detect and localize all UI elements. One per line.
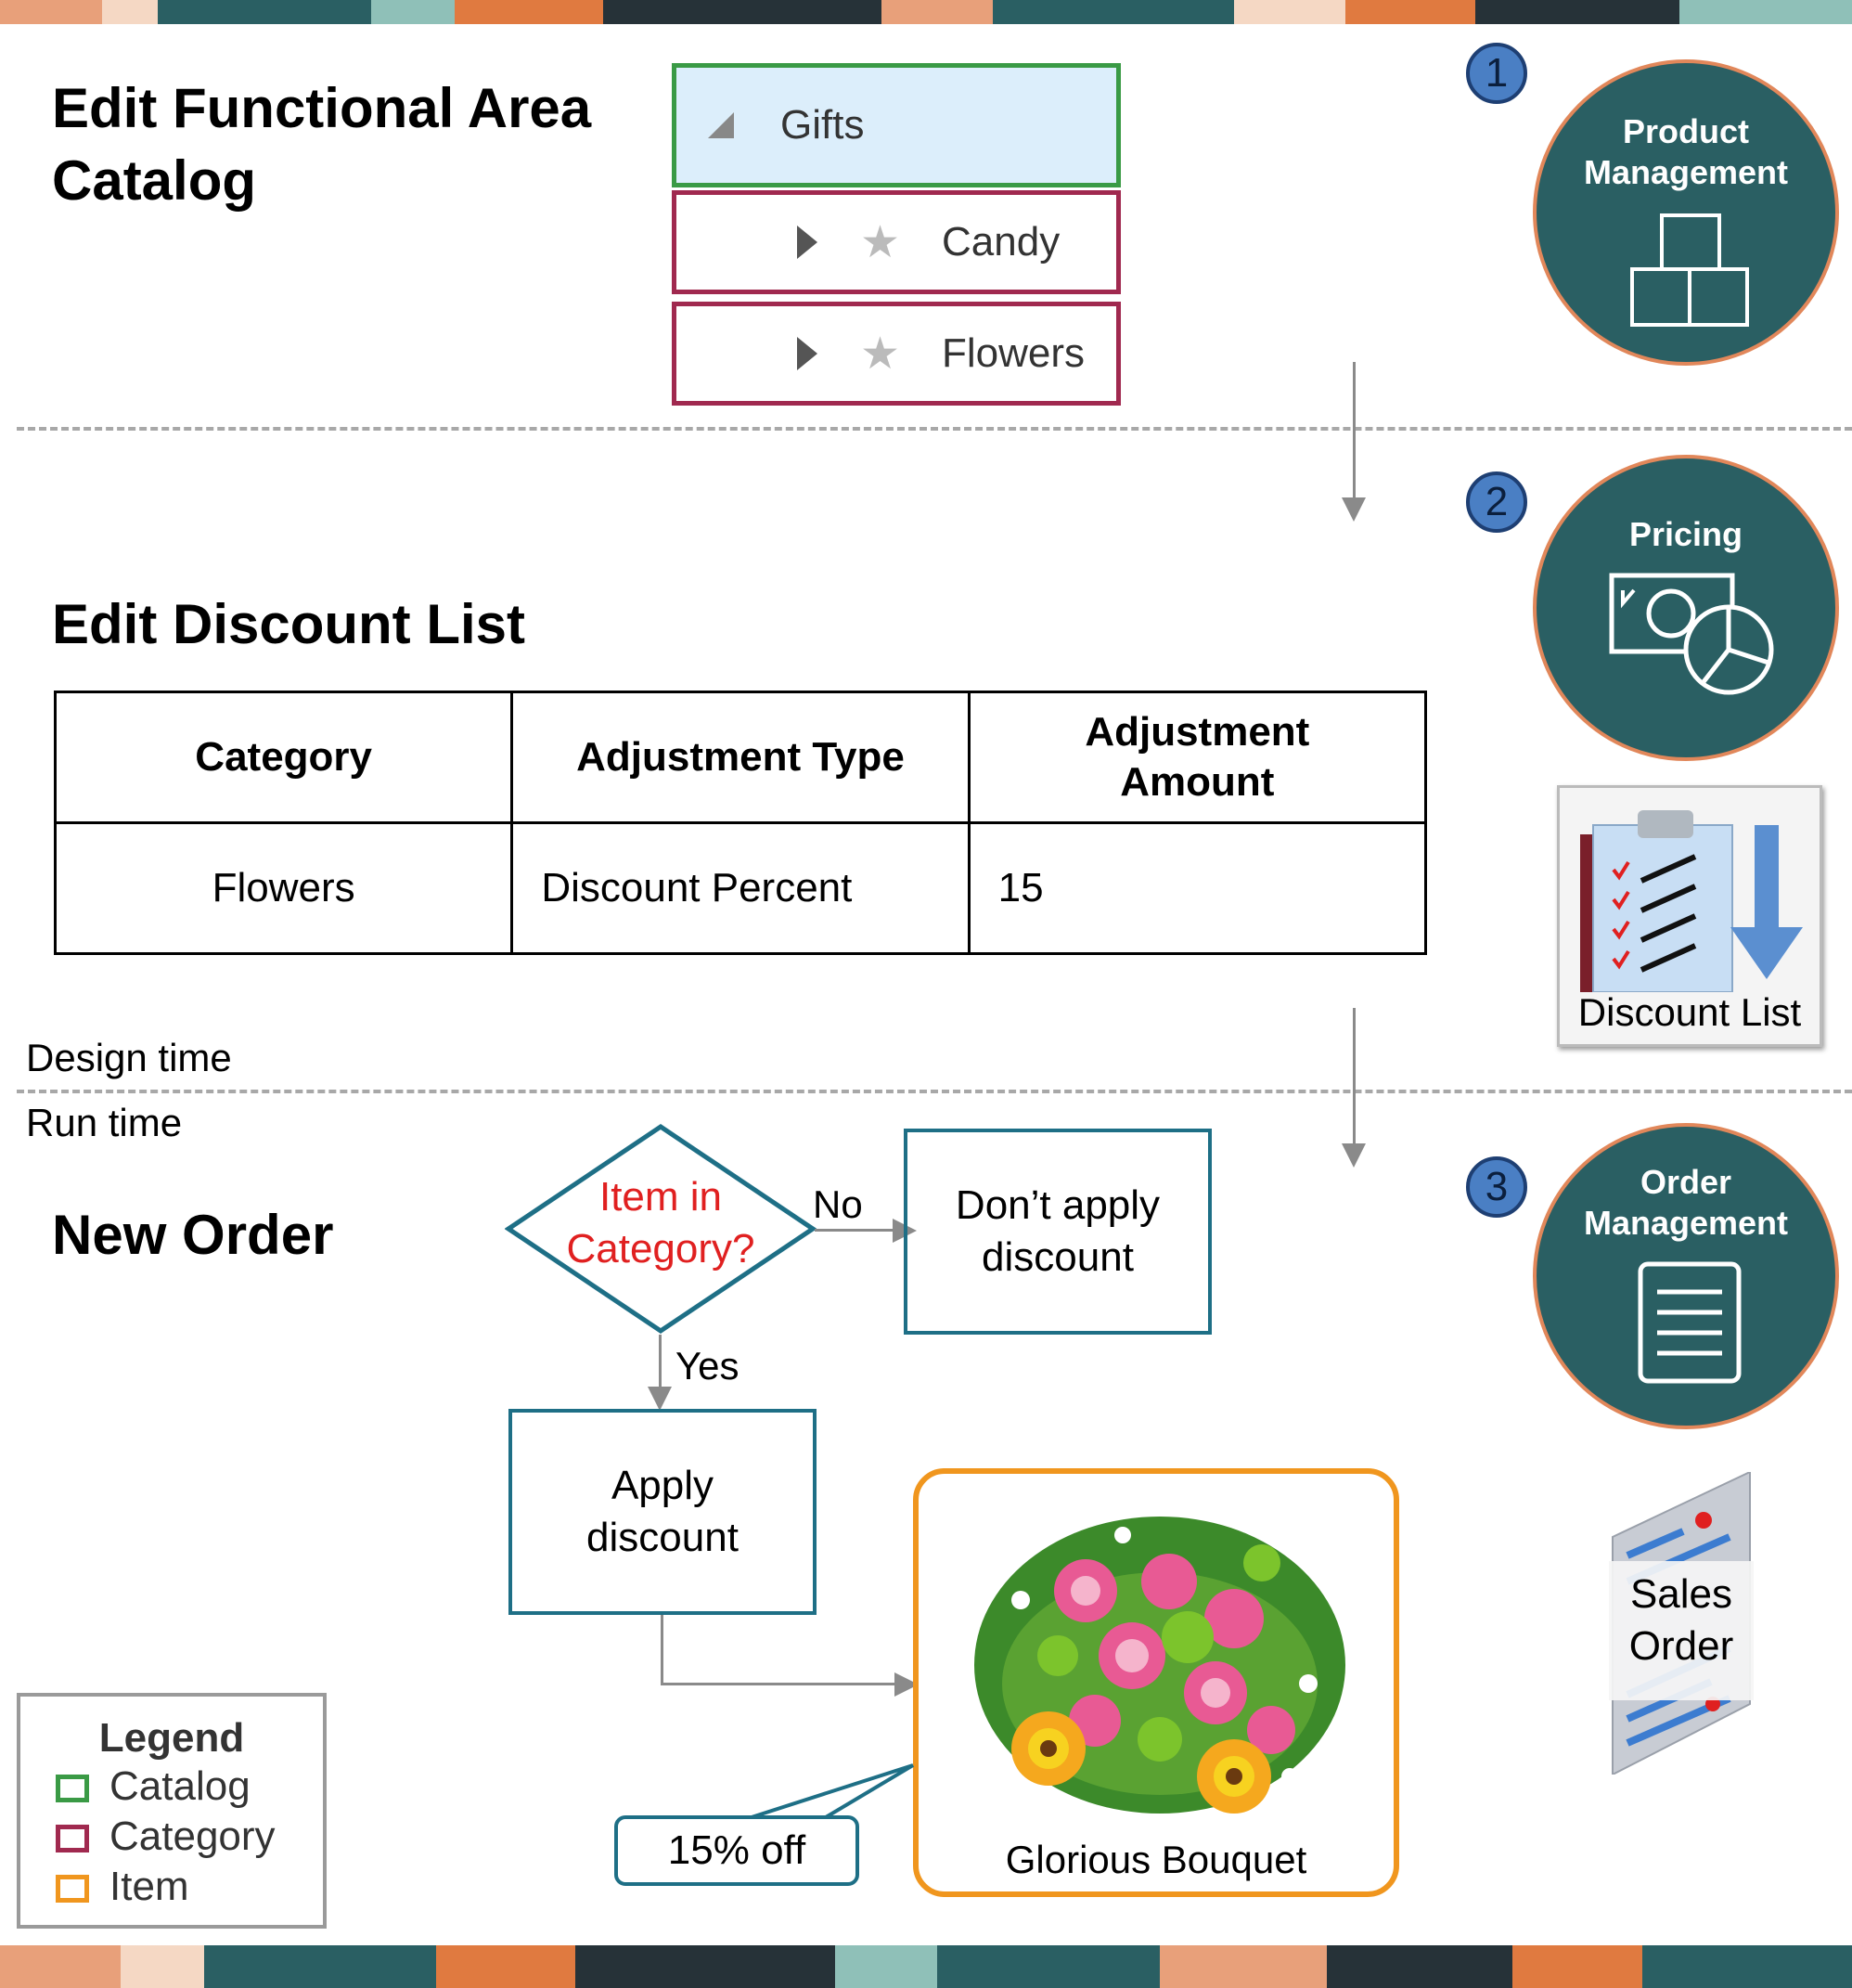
column-header: Category (53, 691, 514, 824)
table-row: Flowers Discount Percent 15 (53, 821, 1428, 955)
discount-table: Category Adjustment Type Adjustment Amou… (53, 691, 1428, 955)
legend-label: Item (109, 1864, 189, 1909)
decision-question: Item in Category? (566, 1174, 755, 1272)
expand-triangle-icon[interactable] (797, 337, 817, 370)
table-cell: 15 (967, 821, 1428, 955)
column-header: Adjustment Amount (967, 691, 1428, 824)
table-header-row: Category Adjustment Type Adjustment Amou… (53, 691, 1428, 824)
tree-node-flowers[interactable]: ★ Flowers (672, 302, 1121, 406)
run-time-label: Run time (26, 1101, 183, 1144)
legend-swatch-item (56, 1875, 89, 1904)
tree-node-label: Gifts (780, 102, 865, 148)
step-title-line1: Product (1622, 112, 1749, 150)
yes-branch-line (659, 1335, 662, 1403)
legend-swatch-catalog (56, 1775, 89, 1803)
flow-arrow-line (1353, 1008, 1356, 1156)
design-time-label: Design time (26, 1036, 232, 1079)
no-branch-label: No (813, 1182, 863, 1226)
order-heading: New Order (52, 1204, 334, 1266)
flow-arrow-line (1353, 362, 1356, 501)
money-pie-icon (1609, 573, 1774, 695)
step-number-badge: 2 (1466, 471, 1527, 533)
step-circle-pricing: Pricing (1533, 455, 1839, 761)
tree-node-gifts[interactable]: Gifts (672, 63, 1121, 187)
tree-node-label: Flowers (942, 330, 1086, 376)
legend-item-category: Category (56, 1812, 276, 1862)
product-card-glorious-bouquet[interactable]: Glorious Bouquet (913, 1468, 1399, 1897)
design-run-divider (17, 1090, 1852, 1093)
boxes-icon (1630, 213, 1749, 327)
tree-node-candy[interactable]: ★ Candy (672, 190, 1121, 294)
sales-order-document: Sales Order (1609, 1472, 1754, 1775)
legend-item-catalog: Catalog (56, 1762, 251, 1812)
catalog-heading-line1: Edit Functional Area (52, 77, 592, 139)
discount-heading: Edit Discount List (52, 593, 525, 655)
collapse-triangle-icon[interactable] (708, 112, 734, 138)
star-icon: ★ (860, 329, 901, 379)
table-cell: Discount Percent (510, 821, 971, 955)
step-number-badge: 1 (1466, 43, 1527, 104)
table-cell: Flowers (53, 821, 514, 955)
product-name: Glorious Bouquet (1005, 1838, 1307, 1881)
connector-line (661, 1615, 663, 1685)
decision-diamond (505, 1123, 817, 1335)
decorative-top-band (0, 0, 1852, 24)
legend-label: Catalog (109, 1763, 251, 1809)
callout-pointer (751, 1763, 915, 1819)
column-header: Adjustment Type (510, 691, 971, 824)
step-title-line1: Order (1640, 1163, 1732, 1201)
yes-branch-label: Yes (675, 1344, 740, 1388)
arrowhead-down-icon (1342, 1143, 1366, 1168)
no-branch-line (815, 1229, 896, 1232)
discount-callout: 15% off (614, 1815, 859, 1886)
arrowhead-down-icon (648, 1387, 672, 1411)
tree-node-label: Candy (942, 219, 1061, 265)
expand-triangle-icon[interactable] (797, 226, 817, 259)
legend-item-item: Item (56, 1862, 189, 1912)
legend-title: Legend (98, 1715, 245, 1761)
step-title-line1: Pricing (1628, 515, 1743, 553)
apply-discount-box: Apply discount (508, 1409, 817, 1615)
section-divider (17, 427, 1852, 431)
legend-label: Category (109, 1814, 276, 1859)
sales-order-label-line1: Sales (1629, 1571, 1733, 1617)
document-icon (1638, 1261, 1742, 1384)
step-circle-product-management: Product Management (1533, 59, 1839, 366)
bouquet-image (974, 1517, 1345, 1814)
legend: Legend Catalog Category Item (17, 1693, 327, 1929)
legend-swatch-category (56, 1825, 89, 1853)
sales-order-label-line2: Order (1628, 1623, 1734, 1669)
star-icon: ★ (860, 218, 901, 267)
dont-apply-discount-box: Don’t apply discount (904, 1129, 1212, 1335)
step-number-badge: 3 (1466, 1156, 1527, 1218)
connector-line (661, 1683, 898, 1685)
arrowhead-down-icon (1342, 497, 1366, 522)
step-title-line2: Management (1583, 153, 1789, 191)
catalog-heading: Edit Functional Area Catalog (52, 72, 591, 217)
step-title-line2: Management (1583, 1204, 1789, 1242)
sales-order-label: Sales Order (1609, 1568, 1754, 1672)
checklist-icon (1580, 810, 1803, 992)
catalog-heading-line2: Catalog (52, 149, 257, 212)
discount-list-document: Discount List (1557, 785, 1822, 1047)
discount-list-label: Discount List (1577, 990, 1802, 1034)
decorative-bottom-band (0, 1945, 1852, 1988)
step-circle-order-management: Order Management (1533, 1123, 1839, 1429)
